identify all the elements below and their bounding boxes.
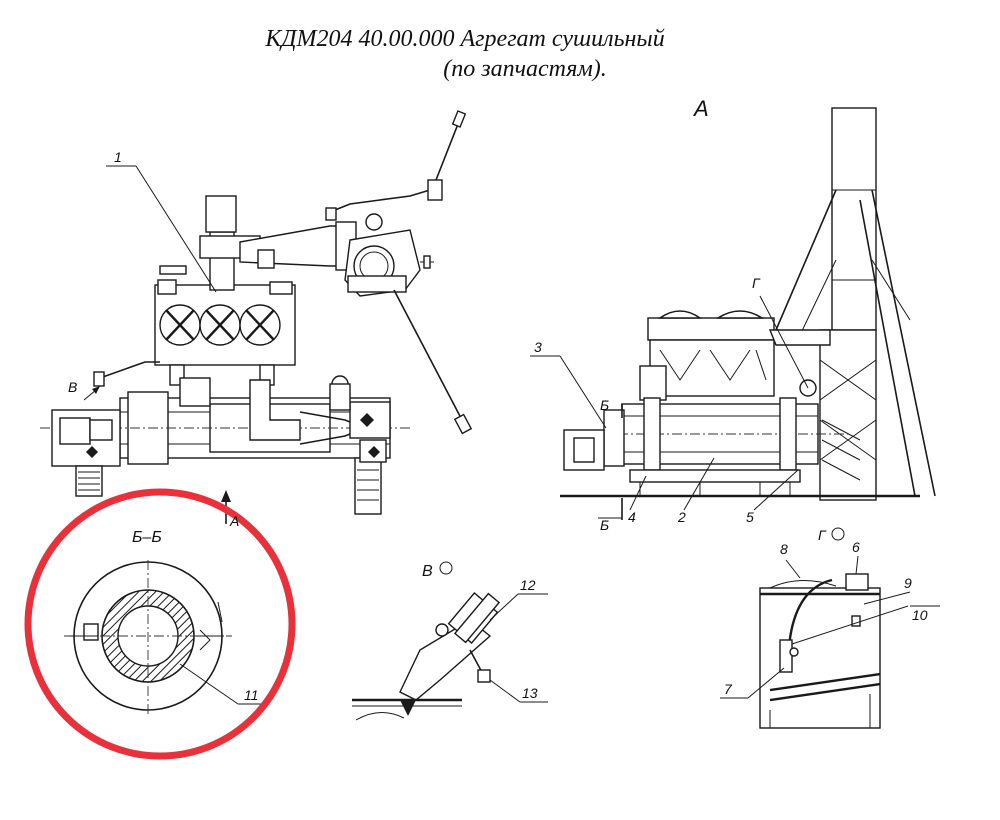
title-line-1: КДМ204 40.00.000 Агрегат сушильный bbox=[265, 26, 665, 52]
title-line-2: (по запчастям). bbox=[443, 56, 607, 82]
callout-2: 2 bbox=[677, 509, 686, 525]
callout-9: 9 bbox=[904, 575, 912, 591]
view-v-label: В bbox=[68, 379, 77, 395]
callout-8: 8 bbox=[780, 541, 788, 557]
plan-view bbox=[40, 110, 473, 524]
callout-3: 3 bbox=[534, 339, 542, 355]
detail-v bbox=[352, 561, 548, 721]
callout-4: 4 bbox=[628, 509, 636, 525]
view-a-label: А bbox=[692, 96, 709, 121]
view-g-label: Г bbox=[752, 275, 761, 291]
section-bb-title: Б–Б bbox=[132, 529, 162, 546]
section-b-label-lower: Б bbox=[600, 517, 609, 533]
callout-7: 7 bbox=[724, 681, 733, 697]
side-view bbox=[530, 107, 936, 520]
callout-12: 12 bbox=[520, 577, 536, 593]
section-bb bbox=[24, 488, 296, 760]
callout-6: 6 bbox=[852, 539, 860, 555]
detail-v-title: В bbox=[422, 563, 433, 580]
callout-1: 1 bbox=[114, 149, 122, 165]
drawing-title: КДМ204 40.00.000 Агрегат сушильный (по з… bbox=[0, 24, 930, 84]
section-b-label: Б bbox=[600, 397, 609, 413]
callout-5: 5 bbox=[746, 509, 754, 525]
callout-11: 11 bbox=[244, 687, 259, 703]
highlight-circle bbox=[24, 488, 296, 760]
detail-g bbox=[720, 527, 940, 729]
callout-10: 10 bbox=[912, 607, 928, 623]
detail-g-title: Г bbox=[818, 527, 827, 543]
arrow-a-label: А bbox=[229, 513, 239, 529]
callout-13: 13 bbox=[522, 685, 538, 701]
